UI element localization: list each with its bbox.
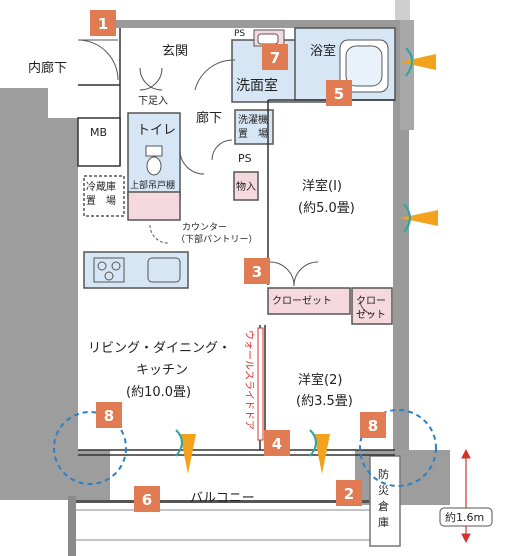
markers: 1 7 5 3 8 4 8 6 [90, 10, 386, 512]
depth-badge [439, 507, 493, 527]
label-closet2-1: クロー [356, 295, 386, 307]
svg-text:8: 8 [368, 417, 378, 435]
kitchen-fixtures [93, 257, 181, 283]
label-fridge-1: 冷蔵庫 [86, 180, 116, 193]
door-swings [77, 39, 375, 315]
left-wall-bottom [40, 450, 110, 500]
label-room1-1: 洋室(I) [302, 178, 342, 194]
label-counter-1: カウンター [182, 222, 227, 233]
marker-5: 5 [326, 80, 352, 106]
balcony-left-post [68, 496, 76, 556]
svg-text:6: 6 [142, 491, 152, 509]
toilet-fixture [145, 145, 163, 176]
label-mb: MB [90, 126, 107, 139]
marker-8-left: 8 [96, 402, 122, 428]
marker-3: 3 [244, 258, 270, 284]
marker-2: 2 [336, 480, 362, 506]
top-right-stub [395, 0, 410, 20]
dashed-circles [53, 409, 437, 487]
svg-text:5: 5 [334, 85, 344, 103]
label-closet: クローゼット [272, 295, 332, 307]
label-room2-2: (約3.5畳) [296, 394, 353, 409]
label-depth: 約1.6m [445, 510, 484, 524]
svg-text:4: 4 [272, 435, 282, 453]
storage-box [369, 455, 401, 547]
sliding-door-line [257, 327, 264, 441]
blank-top-left [0, 0, 110, 8]
left-wall [0, 88, 78, 500]
label-ps-mid: PS [238, 152, 252, 165]
depth-dimension [461, 448, 471, 544]
label-storage-4: 庫 [378, 515, 389, 529]
label-storage-3: 倉 [378, 499, 389, 513]
label-washer-1: 洗濯機 [238, 113, 268, 126]
balcony-edge [70, 500, 370, 503]
marker-1: 1 [90, 10, 116, 36]
airflow [175, 47, 438, 474]
label-sliding-door: ウォールスライドドア [243, 330, 255, 430]
outer-walls [0, 0, 450, 556]
label-balcony: バルコニー [190, 491, 255, 506]
marker-8-right: 8 [360, 412, 386, 438]
washbasin [253, 29, 285, 47]
label-closet2-2: ゼット [356, 309, 386, 321]
label-washer-2: 置 場 [238, 127, 268, 140]
label-storage-small: 物入 [236, 180, 256, 193]
label-shoe-box: 下足入 [138, 95, 168, 107]
label-inner-corridor: 内廊下 [28, 60, 67, 76]
label-washroom: 洗面室 [236, 77, 278, 94]
svg-text:2: 2 [344, 485, 354, 503]
label-roka: 廊下 [196, 110, 222, 126]
label-ldk-2: キッチン [136, 363, 188, 378]
balcony-slab [69, 509, 371, 541]
label-counter-2: （下部パントリー） [176, 233, 257, 245]
svg-text:7: 7 [270, 49, 280, 67]
label-ldk-1: リビング・ダイニング・ [88, 341, 231, 356]
svg-text:8: 8 [104, 407, 114, 425]
svg-text:3: 3 [252, 263, 262, 281]
room-labels: 内廊下 MB 玄関 下足入 洗面室 浴室 PS PS トイレ 上部吊戸棚 洗濯機… [28, 29, 493, 529]
label-ps-top: PS [234, 29, 245, 39]
top-wall [110, 20, 405, 28]
marker-7: 7 [262, 44, 288, 70]
marker-6: 6 [134, 486, 160, 512]
label-genkan: 玄関 [162, 44, 188, 59]
label-toilet-shelf: 上部吊戸棚 [130, 179, 175, 191]
label-fridge-2: 置 場 [86, 194, 116, 207]
svg-text:1: 1 [98, 15, 108, 33]
label-toilet: トイレ [137, 123, 176, 138]
label-room2-1: 洋室(2) [298, 372, 342, 388]
label-room1-2: (約5.0畳) [298, 201, 355, 216]
label-bathroom: 浴室 [310, 43, 336, 59]
bathtub [339, 39, 389, 93]
marker-4: 4 [264, 430, 290, 456]
label-storage-2: 災 [378, 484, 389, 497]
label-storage-1: 防 [378, 467, 389, 481]
right-wall [393, 20, 409, 495]
label-ldk-3: (約10.0畳) [126, 385, 191, 400]
